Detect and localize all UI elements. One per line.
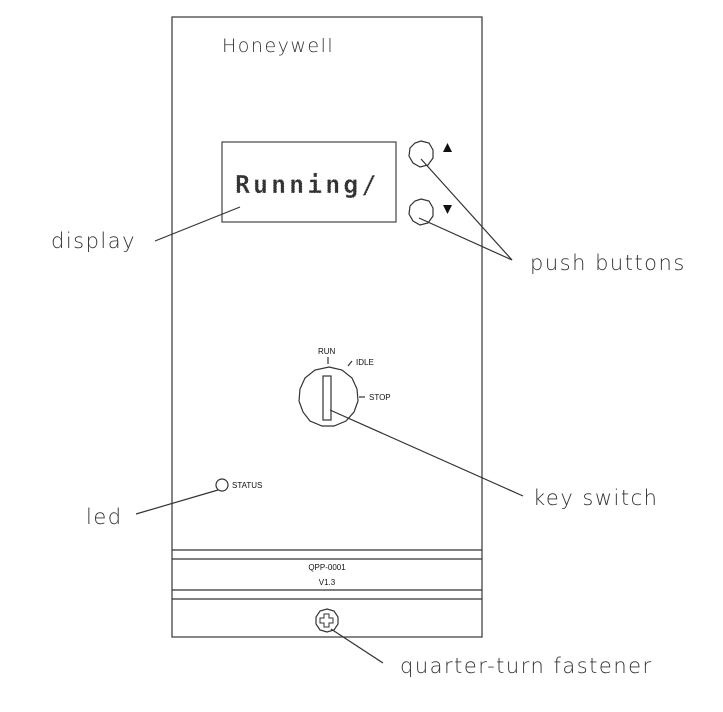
push-button-down-leader <box>418 217 513 261</box>
version-label: V1.3 <box>319 578 336 587</box>
triangle-up-icon <box>443 143 452 152</box>
led-indicator <box>215 478 229 492</box>
callout-display: display <box>51 229 136 253</box>
fastener-leader <box>330 628 384 664</box>
push-button-down[interactable] <box>408 198 452 226</box>
callout-key-switch: key switch <box>533 486 658 510</box>
cross-icon <box>319 613 334 628</box>
key-switch-body[interactable] <box>298 366 359 427</box>
controller-panel <box>171 16 483 638</box>
key-switch-leader <box>329 409 524 497</box>
display-text: Running/ <box>235 170 379 199</box>
callout-push-buttons: push buttons <box>530 251 686 275</box>
key-position-run: RUN <box>318 347 336 356</box>
brand-logo: Honeywell <box>222 35 334 57</box>
push-button-up-leader <box>420 158 513 261</box>
display-frame <box>221 141 397 223</box>
key-position-stop: STOP <box>369 393 391 402</box>
callout-fastener: quarter-turn fastener <box>400 654 653 678</box>
key-slot <box>322 375 332 421</box>
push-button-up-outline[interactable] <box>408 140 434 168</box>
push-button-up[interactable] <box>408 140 452 168</box>
quarter-turn-fastener[interactable] <box>315 608 339 633</box>
push-button-down-outline[interactable] <box>408 198 434 226</box>
display: Running/ <box>221 141 397 223</box>
key-position-idle: IDLE <box>356 358 374 367</box>
display-leader <box>154 206 241 242</box>
led-label: STATUS <box>232 481 262 490</box>
part-number: QPP-0001 <box>308 563 346 572</box>
callout-led: led <box>86 505 123 529</box>
key-switch[interactable]: RUN IDLE STOP <box>298 347 391 427</box>
status-led: STATUS <box>215 478 262 492</box>
idle-tick <box>347 360 353 367</box>
fastener-head[interactable] <box>315 608 339 633</box>
led-leader <box>135 489 219 515</box>
triangle-down-icon <box>443 205 452 214</box>
